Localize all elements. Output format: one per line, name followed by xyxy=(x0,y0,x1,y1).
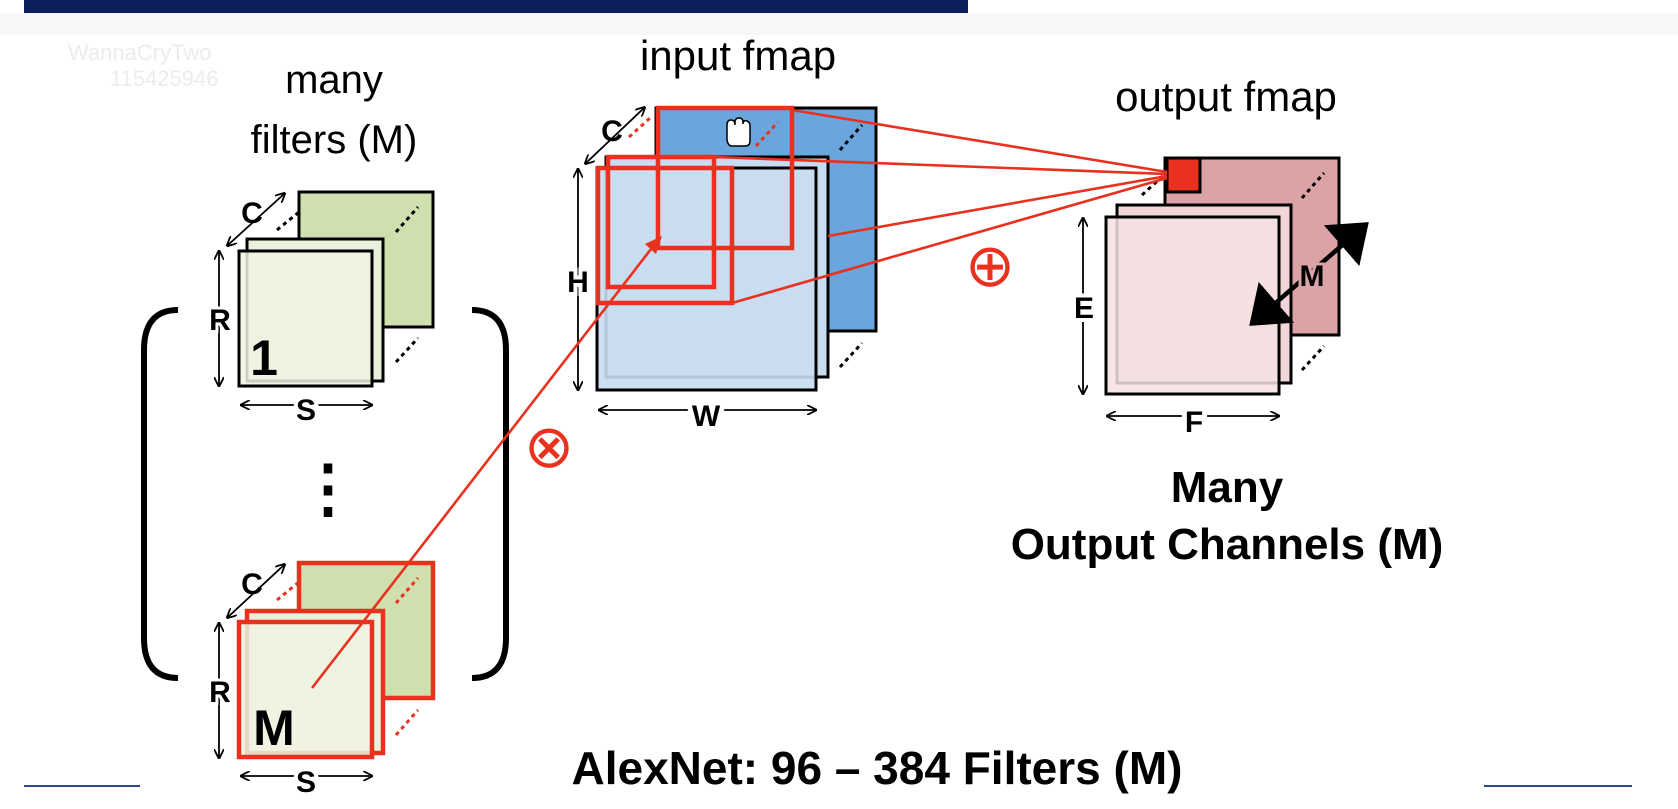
caption-line1: Many xyxy=(1171,463,1284,512)
input-fmap-stack xyxy=(578,108,878,410)
input-fmap-dim-w: W xyxy=(692,400,721,433)
projection-arrowhead xyxy=(645,236,662,254)
filter-1 xyxy=(219,190,435,405)
add-operator: ⊕ xyxy=(965,231,1015,301)
watermark-line1: WannaCryTwo xyxy=(68,40,211,65)
filter-1-label: 1 xyxy=(250,330,278,386)
filters-title-line2: filters (M) xyxy=(251,118,418,162)
projection-lines xyxy=(310,108,1168,689)
filter-m-dim-c: C xyxy=(241,568,263,601)
multiply-operator: ⊗ xyxy=(524,412,574,482)
input-fmap-dim-h: H xyxy=(567,266,589,299)
left-bracket xyxy=(141,307,179,681)
output-fmap-dim-m: M xyxy=(1300,260,1325,293)
filter-1-dim-r: R xyxy=(209,304,231,337)
input-fmap-dim-c: C xyxy=(601,115,623,148)
footer-caption: AlexNet: 96 – 384 Filters (M) xyxy=(571,742,1182,794)
right-bracket xyxy=(471,307,509,681)
filter-m-label: M xyxy=(253,700,295,756)
filters-title-line1: many xyxy=(285,58,383,102)
input-fmap-title: input fmap xyxy=(640,32,836,79)
filter-m-dim-r: R xyxy=(209,676,231,709)
header-bar xyxy=(24,0,968,13)
output-fmap-dim-e: E xyxy=(1074,292,1094,325)
filters-ellipsis: ⋮ xyxy=(296,452,360,524)
hand-cursor-icon xyxy=(726,117,751,147)
filter-m-dim-s: S xyxy=(296,766,316,799)
header-shadow xyxy=(0,13,1678,35)
output-fmap-stack xyxy=(1083,156,1369,416)
output-fmap-title: output fmap xyxy=(1115,73,1337,120)
caption-line2: Output Channels (M) xyxy=(1011,520,1444,569)
output-fmap-dim-f: F xyxy=(1185,406,1203,439)
watermark-line2: 115425946 xyxy=(110,66,219,91)
filter-1-dim-c: C xyxy=(241,197,263,230)
filter-1-dim-s: S xyxy=(296,394,316,427)
